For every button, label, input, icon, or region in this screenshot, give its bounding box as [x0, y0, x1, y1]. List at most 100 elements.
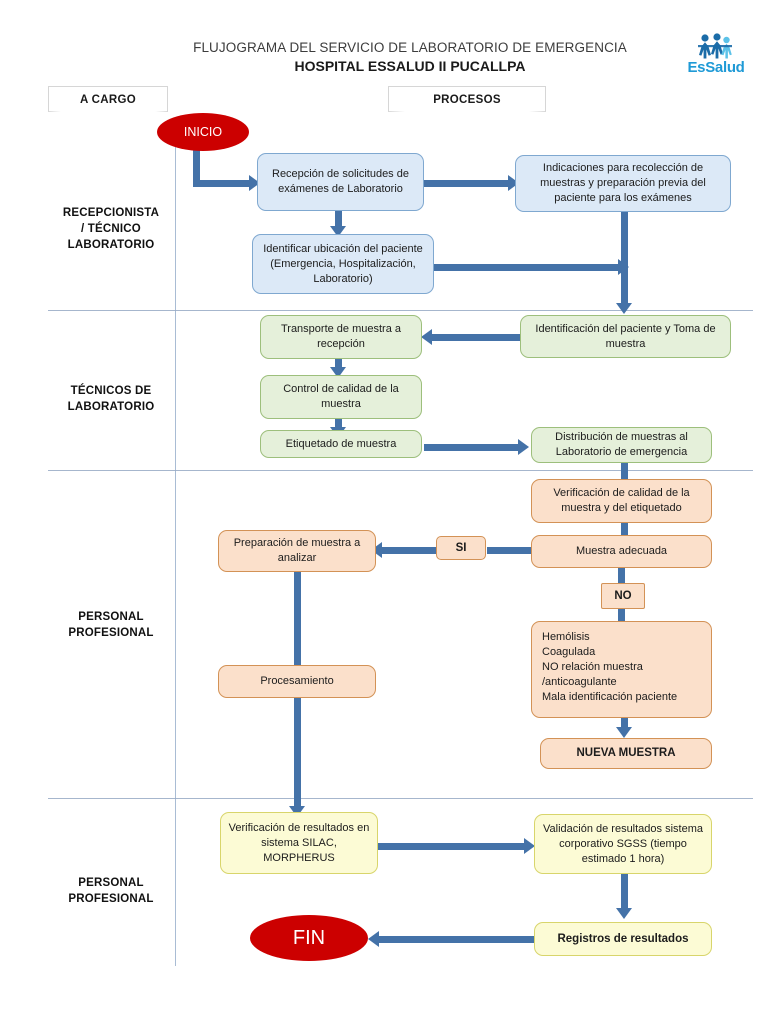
decision-label-no-text: NO — [614, 590, 632, 602]
column-header-procesos-label: PROCESOS — [433, 94, 501, 106]
connector-inicio-down — [193, 140, 200, 184]
node-etiquetado[interactable]: Etiquetado de muestra — [260, 430, 422, 458]
lane-divider-2 — [48, 470, 753, 471]
node-registros-resultados[interactable]: Registros de resultados — [534, 922, 712, 956]
connector-muestra-to-no — [618, 567, 625, 586]
connector-verificacion-to-muestra — [621, 522, 628, 536]
connector-transporte-to-control — [335, 359, 342, 370]
lane-divider-vertical — [175, 138, 176, 966]
connector-recepcion-to-indicaciones — [424, 180, 510, 187]
node-rechazo-causas[interactable]: Hemólisis Coagulada NO relación muestra … — [531, 621, 712, 718]
node-rechazo-causas-line-1: Hemólisis — [542, 631, 590, 643]
node-muestra-adecuada-label: Muestra adecuada — [575, 545, 668, 557]
lane-divider-3 — [48, 798, 753, 799]
node-rechazo-causas-line-5: Mala identificación paciente — [542, 691, 678, 703]
node-rechazo-causas-line-2: Coagulada — [542, 646, 596, 658]
node-nueva-muestra[interactable]: NUEVA MUESTRA — [540, 738, 712, 769]
node-control-calidad-label: Control de calidad de la muestra — [283, 383, 399, 410]
lane-label-profesional-1-line-2: PROFESIONAL — [68, 627, 154, 639]
node-procesamiento[interactable]: Procesamiento — [218, 665, 376, 698]
node-control-calidad[interactable]: Control de calidad de la muestra — [260, 375, 422, 419]
essalud-logo-text: EsSalud — [687, 59, 745, 76]
node-indicaciones-label: Indicaciones para recolección de muestra… — [540, 162, 706, 204]
arrowhead-verificacion-to-validacion — [524, 838, 535, 854]
node-verificacion-calidad-label: Verificación de calidad de la muestra y … — [553, 487, 690, 514]
arrowhead-spine-to-verificacion-resultados — [289, 806, 305, 817]
page-title-line-1: FLUJOGRAMA DEL SERVICIO DE LABORATORIO D… — [193, 40, 627, 55]
lane-label-recepcionista-line-2: / TÉCNICO — [81, 223, 141, 235]
node-nueva-muestra-label: NUEVA MUESTRA — [576, 747, 676, 759]
lane-label-profesional-1: PERSONAL PROFESIONAL — [36, 609, 186, 641]
node-registros-resultados-label: Registros de resultados — [557, 932, 689, 945]
lane-label-recepcionista-line-3: LABORATORIO — [67, 239, 155, 251]
column-header-procesos: PROCESOS — [388, 86, 546, 112]
lane-label-profesional-2-line-2: PROFESIONAL — [68, 893, 154, 905]
lane-label-recepcionista-line-1: RECEPCIONISTA — [62, 207, 160, 219]
connector-identificar-to-spine — [434, 264, 624, 271]
node-verificacion-resultados-label: Verificación de resultados en sistema SI… — [228, 821, 370, 864]
node-verificacion-calidad[interactable]: Verificación de calidad de la muestra y … — [531, 479, 712, 523]
node-recepcion-solicitudes-label: Recepción de solicitudes de exámenes de … — [272, 168, 409, 195]
lane-label-profesional-2-line-1: PERSONAL — [78, 877, 144, 889]
lane-label-profesional-1-line-1: PERSONAL — [78, 611, 144, 623]
arrowhead-recepcion-to-identificar — [330, 226, 346, 237]
node-recepcion-solicitudes[interactable]: Recepción de solicitudes de exámenes de … — [257, 153, 424, 211]
node-transporte-label: Transporte de muestra a recepción — [280, 323, 402, 350]
node-identificacion-toma-label: Identificación del paciente y Toma de mu… — [535, 322, 716, 350]
node-indicaciones[interactable]: Indicaciones para recolección de muestra… — [515, 155, 731, 212]
node-rechazo-causas-line-3: NO relación muestra — [542, 661, 643, 673]
connector-control-to-etiquetado — [335, 419, 342, 430]
decision-label-si-text: SI — [455, 542, 467, 554]
terminator-fin-label: FIN — [292, 926, 326, 949]
connector-si-to-preparacion — [380, 547, 436, 554]
connector-registros-to-fin — [378, 936, 535, 943]
node-identificar-ubicacion[interactable]: Identificar ubicación del paciente (Emer… — [252, 234, 434, 294]
connector-validacion-to-registros — [621, 874, 628, 910]
arrowhead-etiquetado-to-distribucion — [518, 439, 529, 455]
terminator-inicio: INICIO — [157, 113, 249, 151]
lane-label-profesional-2: PERSONAL PROFESIONAL — [36, 875, 186, 907]
node-transporte[interactable]: Transporte de muestra a recepción — [260, 315, 422, 359]
node-identificacion-toma[interactable]: Identificación del paciente y Toma de mu… — [520, 315, 731, 358]
terminator-fin: FIN — [250, 915, 368, 961]
arrowhead-indicaciones-to-identificacion — [616, 303, 632, 314]
connector-recepcion-to-identificar — [335, 210, 342, 228]
node-muestra-adecuada[interactable]: Muestra adecuada — [531, 535, 712, 568]
connector-inicio-right — [193, 180, 251, 187]
node-distribucion-label: Distribución de muestras al Laboratorio … — [555, 431, 688, 458]
lane-label-tecnicos-line-2: LABORATORIO — [67, 401, 155, 413]
node-rechazo-causas-line-4: /anticoagulante — [542, 676, 617, 688]
arrowhead-identificacion-to-transporte — [421, 329, 432, 345]
lane-label-tecnicos: TÉCNICOS DE LABORATORIO — [36, 383, 186, 415]
node-procesamiento-label: Procesamiento — [260, 675, 334, 687]
terminator-inicio-label: INICIO — [183, 125, 223, 139]
connector-no-to-causas — [618, 608, 625, 624]
lane-label-tecnicos-line-1: TÉCNICOS DE — [70, 385, 152, 397]
arrowhead-registros-to-fin — [368, 931, 379, 947]
node-distribucion[interactable]: Distribución de muestras al Laboratorio … — [531, 427, 712, 463]
arrowhead-inicio-to-recepcion — [249, 175, 260, 191]
arrowhead-si-to-preparacion — [371, 542, 382, 558]
node-etiquetado-label: Etiquetado de muestra — [285, 437, 397, 450]
connector-identificacion-to-transporte — [432, 334, 522, 341]
node-preparacion-label: Preparación de muestra a analizar — [233, 537, 361, 564]
node-preparacion[interactable]: Preparación de muestra a analizar — [218, 530, 376, 572]
connector-causas-to-nueva — [621, 718, 628, 730]
decision-label-si[interactable]: SI — [436, 536, 486, 560]
connector-etiquetado-to-distribucion — [424, 444, 520, 451]
essalud-logo: EsSalud — [678, 33, 754, 79]
decision-label-no[interactable]: NO — [601, 583, 645, 609]
arrowhead-validacion-to-registros — [616, 908, 632, 919]
node-validacion-resultados[interactable]: Validación de resultados sistema corpora… — [534, 814, 712, 874]
arrowhead-causas-to-nueva — [616, 727, 632, 738]
arrowhead-transporte-to-control — [330, 367, 346, 378]
arrowhead-recepcion-to-indicaciones — [508, 175, 519, 191]
lane-divider-1 — [48, 310, 753, 311]
node-verificacion-resultados[interactable]: Verificación de resultados en sistema SI… — [220, 812, 378, 874]
essalud-people-icon — [698, 33, 732, 59]
column-header-a-cargo-label: A CARGO — [80, 94, 136, 106]
column-header-a-cargo: A CARGO — [48, 86, 168, 112]
page-title-line-2: HOSPITAL ESSALUD II PUCALLPA — [294, 58, 526, 74]
lane-label-recepcionista: RECEPCIONISTA / TÉCNICO LABORATORIO — [36, 205, 186, 253]
